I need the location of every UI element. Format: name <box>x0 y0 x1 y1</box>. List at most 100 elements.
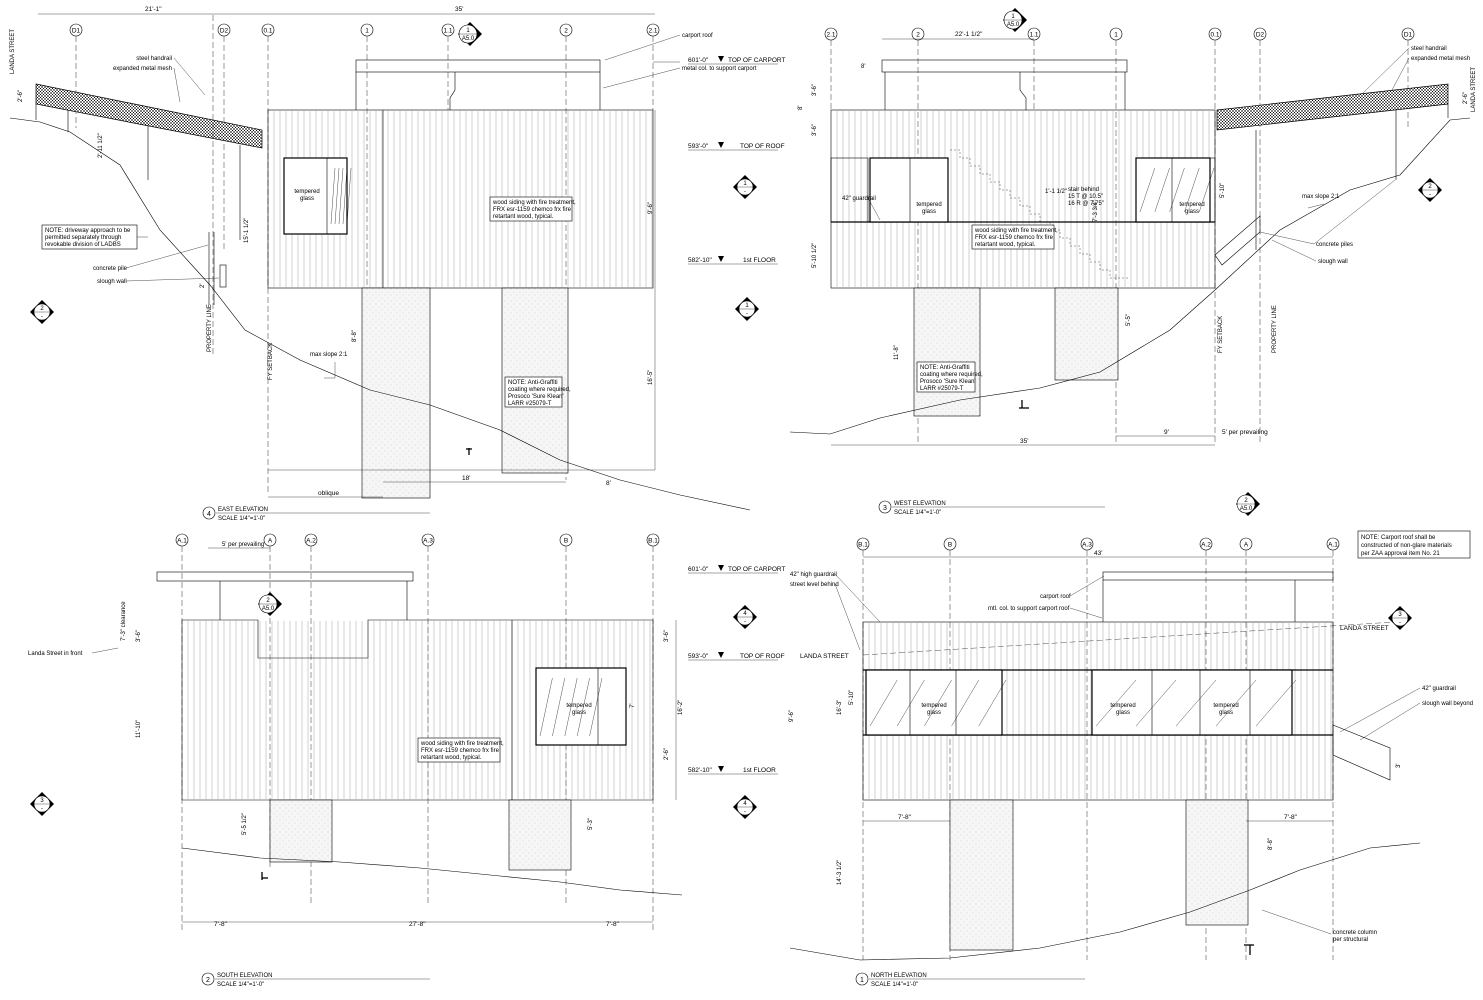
svg-text:2.1: 2.1 <box>826 32 835 39</box>
section-mark: 3 - <box>30 792 54 816</box>
section-mark-a5: 2 A5.0 <box>258 592 282 616</box>
svg-text:retartant wood, typical.: retartant wood, typical. <box>421 755 482 761</box>
svg-text:2'-6": 2'-6" <box>1463 92 1469 104</box>
svg-text:16'-2": 16'-2" <box>678 700 684 715</box>
svg-text:5' per prevailing: 5' per prevailing <box>1222 429 1268 436</box>
svg-text:5'-3": 5'-3" <box>588 818 594 830</box>
svg-text:TOP OF CARPORT: TOP OF CARPORT <box>728 566 785 573</box>
svg-text:A: A <box>1244 542 1249 549</box>
label-landa-in-front: Landa Street in front <box>28 651 83 657</box>
svg-text:NOTE: Anti-Graffiti: NOTE: Anti-Graffiti <box>920 365 970 371</box>
svg-text:tempered: tempered <box>916 202 941 208</box>
svg-text:0.1: 0.1 <box>263 28 272 35</box>
svg-text:16'-3": 16'-3" <box>837 700 843 715</box>
svg-text:3'-6": 3'-6" <box>136 630 142 642</box>
svg-text:4: 4 <box>743 801 747 807</box>
view-title-east: 4 EAST ELEVATION SCALE 1/4"=1'-0" <box>202 506 430 522</box>
svg-text:5'-5 1/2": 5'-5 1/2" <box>242 813 248 835</box>
svg-text:582'-10": 582'-10" <box>688 257 712 264</box>
svg-text:27'-8": 27'-8" <box>409 921 426 928</box>
window-group: tempered glass tempered glass <box>1091 669 1297 736</box>
svg-text:carport roof: carport roof <box>1040 594 1071 600</box>
svg-text:per structural: per structural <box>1333 937 1368 943</box>
svg-text:11'-8": 11'-8" <box>894 345 900 360</box>
svg-text:-: - <box>41 314 43 320</box>
svg-text:2: 2 <box>266 598 270 604</box>
grid-bubble: 1.1 <box>1027 27 1041 41</box>
svg-text:SCALE 1/4"=1'-0": SCALE 1/4"=1'-0" <box>218 516 265 522</box>
dim-text: 35' <box>455 6 463 13</box>
label-fy-setback: FY SETBACK <box>268 343 274 380</box>
note-siding: wood siding with fire treatment, FRX esr… <box>489 196 576 222</box>
svg-text:11'-10": 11'-10" <box>136 720 142 738</box>
svg-text:1: 1 <box>466 28 470 34</box>
svg-text:0.1: 0.1 <box>1210 32 1219 39</box>
svg-text:2: 2 <box>916 32 920 39</box>
svg-text:9'-6": 9'-6" <box>789 710 795 722</box>
svg-text:Prosoco 'Sure Klean': Prosoco 'Sure Klean' <box>920 379 976 385</box>
svg-text:TOP OF ROOF: TOP OF ROOF <box>740 653 785 660</box>
svg-text:3: 3 <box>883 505 887 512</box>
svg-text:1st FLOOR: 1st FLOOR <box>743 257 776 264</box>
svg-text:1.1: 1.1 <box>1029 32 1038 39</box>
window: tempered glass <box>283 157 352 235</box>
svg-text:22'-1 1/2": 22'-1 1/2" <box>955 31 983 38</box>
svg-text:1: 1 <box>745 303 749 309</box>
svg-text:1: 1 <box>1114 32 1118 39</box>
svg-text:LARR #25079-T: LARR #25079-T <box>920 386 964 392</box>
window-group: tempered glass <box>865 669 1007 736</box>
grid-bubble: A.3 <box>1080 537 1094 551</box>
svg-text:2'-6": 2'-6" <box>18 90 24 102</box>
wood-siding <box>273 111 653 287</box>
label-steel-handrail: steel handrail <box>1411 46 1447 52</box>
svg-text:FRX esr-1159 chemco frx fire: FRX esr-1159 chemco frx fire <box>421 748 500 754</box>
svg-text:42" guardrail: 42" guardrail <box>842 196 876 202</box>
svg-text:-: - <box>744 619 746 625</box>
svg-text:593'-0": 593'-0" <box>688 143 709 150</box>
svg-text:A.3: A.3 <box>1082 542 1092 549</box>
svg-text:wood siding with fire treatmen: wood siding with fire treatment, <box>492 200 576 206</box>
note-siding: wood siding with fire treatment, FRX esr… <box>417 737 504 763</box>
section-mark: 1 - <box>735 297 759 321</box>
svg-text:4: 4 <box>743 611 747 617</box>
svg-text:D1: D1 <box>1404 32 1413 39</box>
section-mark: 4 - <box>733 795 757 819</box>
svg-text:TOP OF CARPORT: TOP OF CARPORT <box>728 57 785 64</box>
svg-text:stair behind: stair behind <box>1068 187 1099 193</box>
grid-bubble: 1 <box>1109 27 1123 41</box>
section-mark: 1 - <box>733 175 757 199</box>
svg-text:A5.0: A5.0 <box>462 36 475 42</box>
view-title-north: 1 NORTH ELEVATION SCALE 1/4"=1'-0" <box>855 972 1085 988</box>
grid-bubble: A.2 <box>1199 537 1213 551</box>
svg-text:slough wall: slough wall <box>1318 259 1348 265</box>
west-elevation: 2.1 2 1.1 1 0.1 D2 D1 1 A5.0 22'-1 1/2" <box>789 8 1477 516</box>
north-elevation: B.1 B A.3 A.2 A A.1 2 A5.0 43' NOTE: Car… <box>789 492 1473 988</box>
section-mark: 2 - <box>30 300 54 324</box>
note-siding: wood siding with fire treatment, FRX esr… <box>971 224 1058 250</box>
svg-text:3: 3 <box>1398 612 1402 618</box>
svg-text:carport roof: carport roof <box>682 33 713 39</box>
svg-text:TOP OF ROOF: TOP OF ROOF <box>740 143 785 150</box>
svg-text:NORTH ELEVATION: NORTH ELEVATION <box>871 973 927 979</box>
svg-text:2: 2 <box>40 306 44 312</box>
svg-text:PROPERTY LINE: PROPERTY LINE <box>1272 305 1278 353</box>
svg-text:1: 1 <box>743 181 747 187</box>
svg-text:constructed of non-glare mater: constructed of non-glare materials <box>1361 543 1452 549</box>
label-mesh: expanded metal mesh <box>113 66 172 72</box>
grid-bubble: 2.1 <box>824 27 838 41</box>
svg-text:5'-10 1/2": 5'-10 1/2" <box>812 243 818 268</box>
svg-text:coating where required,: coating where required, <box>508 387 571 393</box>
level-markers-top: 601'-0" TOP OF CARPORT 593'-0" TOP OF RO… <box>602 33 785 265</box>
svg-text:2: 2 <box>1428 184 1432 190</box>
svg-text:B.1: B.1 <box>648 538 658 545</box>
svg-text:tempered: tempered <box>294 189 319 195</box>
svg-text:14'-3 1/2": 14'-3 1/2" <box>837 860 843 885</box>
window: tempered glass <box>1135 157 1215 223</box>
svg-text:EAST ELEVATION: EAST ELEVATION <box>218 507 268 513</box>
svg-text:D1: D1 <box>72 28 81 35</box>
grid-bubble: B <box>943 537 957 551</box>
section-mark-a5: 1 A5.0 <box>458 22 482 46</box>
note-carport: NOTE: Carport roof shall be constructed … <box>1357 530 1471 559</box>
svg-text:2': 2' <box>200 284 206 288</box>
grid-bubble: B <box>559 533 573 547</box>
